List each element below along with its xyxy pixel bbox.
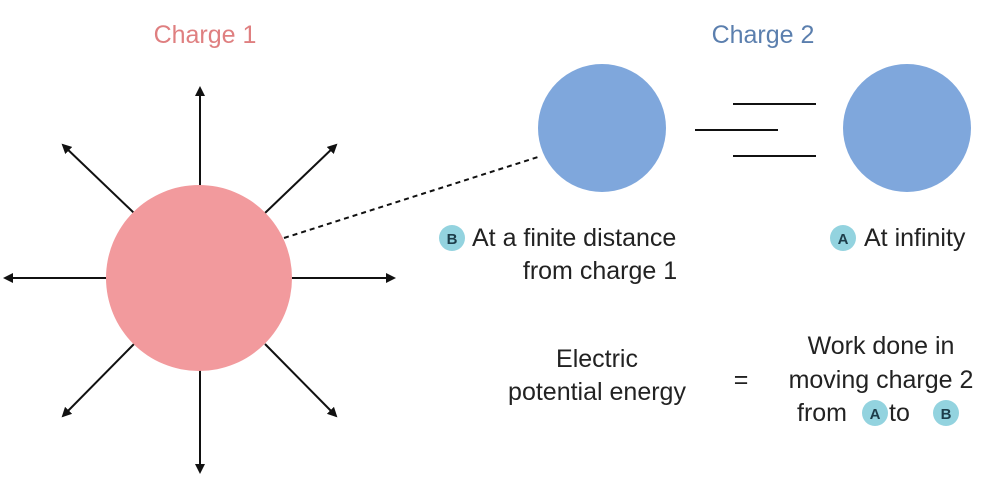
- charge-2-near-circle: [538, 64, 666, 192]
- equation-badge-b-circle: [933, 400, 959, 426]
- badge-b-circle: [439, 225, 465, 251]
- charge-1-title: Charge 1: [154, 21, 257, 49]
- badge-b-letter: B: [447, 231, 458, 248]
- position-a-label: A At infinity: [830, 224, 966, 252]
- badge-a-circle: [830, 225, 856, 251]
- equation-rhs-to: to: [889, 399, 910, 427]
- charge-2-title: Charge 2: [712, 21, 815, 49]
- equation-badge-a-letter: A: [870, 406, 881, 423]
- equation-rhs-from: from: [797, 399, 847, 427]
- equation-equals: =: [734, 366, 749, 394]
- charge-1-circle: [106, 185, 292, 371]
- equation: Electric potential energy = Work done in…: [508, 332, 973, 427]
- badge-a-letter: A: [838, 231, 849, 248]
- equation-lhs-line1: Electric: [556, 345, 638, 373]
- field-arrow-ne: [264, 143, 338, 214]
- position-b-label: B At a finite distance from charge 1: [439, 224, 677, 285]
- equation-badge-a-circle: [862, 400, 888, 426]
- field-arrow-nw: [61, 143, 135, 214]
- position-b-line2: from charge 1: [523, 257, 677, 285]
- field-arrow-sw: [61, 343, 135, 418]
- equation-rhs-line1: Work done in: [808, 332, 955, 360]
- equation-rhs-line2: moving charge 2: [789, 366, 974, 394]
- infinity-motion-lines: [695, 103, 816, 157]
- field-arrows: [3, 86, 396, 474]
- charge-2-infinity-circle: [843, 64, 971, 192]
- position-a-text: At infinity: [864, 224, 966, 252]
- field-arrow-se: [264, 343, 338, 418]
- position-b-line1: At a finite distance: [472, 224, 676, 252]
- equation-badge-b-letter: B: [941, 406, 952, 423]
- equation-lhs-line2: potential energy: [508, 378, 686, 406]
